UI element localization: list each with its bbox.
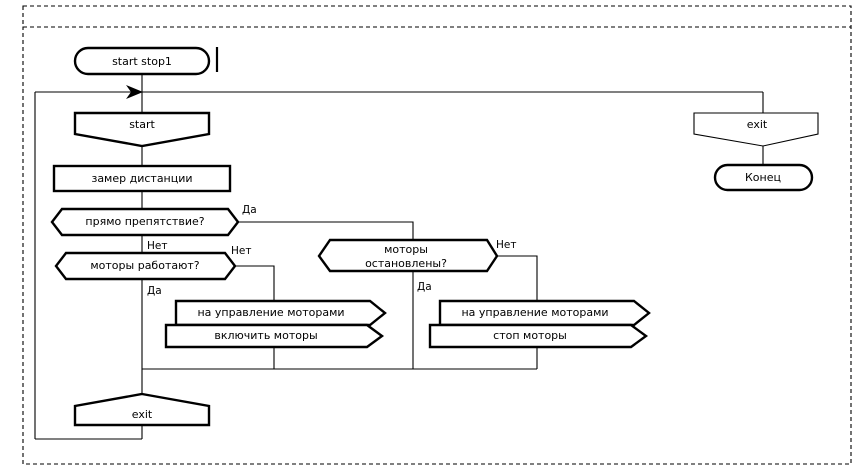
node-exit-left[interactable]: exit [73,392,211,427]
exit-left-shape[interactable] [73,392,211,427]
zamer-label: замер дистанции [91,172,192,185]
start-fork-shape[interactable] [73,111,211,148]
frame-top-strip [22,5,852,28]
zamer-shape[interactable] [52,164,232,193]
exit-left-label: exit [132,408,153,421]
start-stop1-shape[interactable] [73,46,211,76]
send-right-shape[interactable] [438,299,651,327]
action-right-label: стоп моторы [493,329,567,342]
action-left-shape[interactable] [164,323,385,349]
node-konec[interactable]: Конец [713,163,814,192]
obstacle-label: прямо препятствие? [85,215,204,228]
node-start-stop1[interactable]: start stop1 [73,46,211,76]
node-send-right[interactable]: на управление моторами [438,299,651,327]
obstacle-shape[interactable] [50,207,240,237]
motors-stopped-label-line2: остановлены? [365,257,447,270]
send-left-label: на управление моторами [197,306,344,319]
frame-main [22,26,852,465]
node-obstacle-decision[interactable]: прямо препятствие? [50,207,240,237]
edge-label-motors-stopped-yes: Да [417,281,432,293]
start-stop1-label: start stop1 [112,55,172,68]
action-right-shape[interactable] [428,323,649,349]
node-send-left[interactable]: на управление моторами [174,299,387,327]
conn-obstacle-yes [235,221,414,240]
send-right-label: на управление моторами [461,306,608,319]
edge-label-motors-running-no: Нет [231,245,251,257]
motors-running-shape[interactable] [54,251,237,281]
action-left-label: включить моторы [214,329,317,342]
edge-label-obstacle-yes: Да [242,204,257,216]
node-start-fork[interactable]: start [73,111,211,148]
exit-right-label: exit [747,118,768,131]
node-motors-running-decision[interactable]: моторы работают? [54,251,237,281]
node-motors-stopped-decision[interactable]: моторы остановлены? [317,238,499,273]
node-zamer-distancii[interactable]: замер дистанции [52,164,232,193]
konec-shape[interactable] [713,163,814,192]
motors-running-label: моторы работают? [90,259,199,272]
motors-stopped-label-line1: моторы [384,243,428,256]
edge-label-obstacle-no: Нет [147,240,167,252]
arrowhead-bus [126,85,143,99]
send-left-shape[interactable] [174,299,387,327]
node-exit-right[interactable]: exit [693,112,819,147]
exit-right-shape[interactable] [693,112,819,147]
motors-stopped-shape[interactable] [317,238,499,273]
start-fork-label: start [129,118,155,131]
konec-label: Конец [745,171,781,184]
edge-label-motors-running-yes: Да [147,285,162,297]
node-action-left[interactable]: включить моторы [164,323,385,349]
edge-label-motors-stopped-no: Нет [496,239,516,251]
node-action-right[interactable]: стоп моторы [428,323,649,349]
